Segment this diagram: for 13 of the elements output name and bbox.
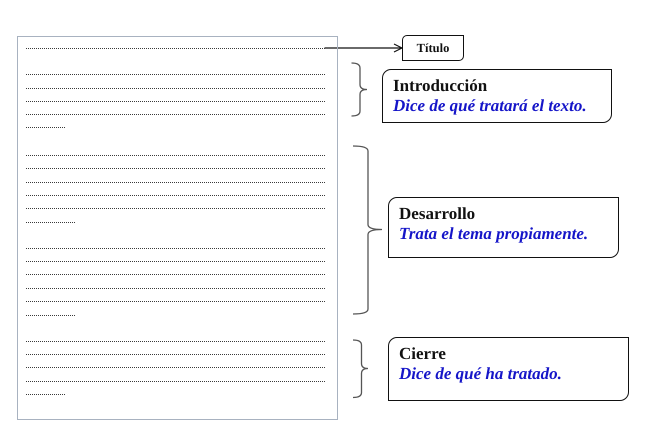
section-heading: Introducción (393, 76, 488, 96)
callout-box (388, 337, 629, 401)
arrow (324, 43, 403, 53)
section-description: Dice de qué tratará el texto. (393, 96, 587, 116)
title-box (402, 35, 464, 61)
callout-box (382, 69, 612, 123)
section-description: Dice de qué ha tratado. (399, 364, 562, 384)
callout-box (388, 197, 619, 258)
title-label: Título (416, 40, 450, 56)
section-description: Trata el tema propiamente. (399, 224, 588, 244)
section-heading: Desarrollo (399, 204, 476, 224)
section-heading: Cierre (399, 344, 446, 364)
text-page (17, 36, 338, 420)
